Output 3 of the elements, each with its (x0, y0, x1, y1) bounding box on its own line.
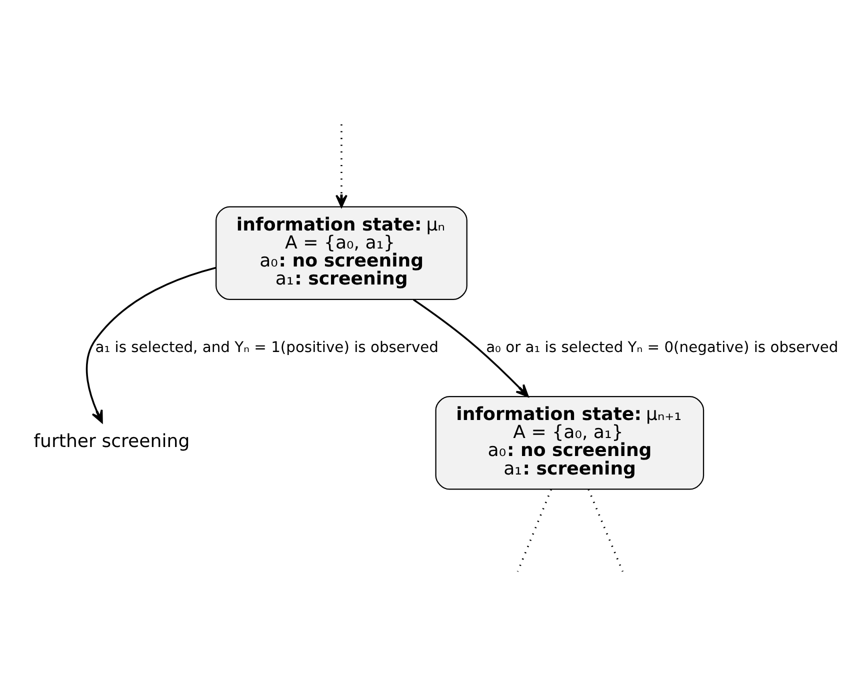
node-text: further screening (34, 431, 190, 452)
edge-label: a₀ or a₁ is selected Yₙ = 0(negative) is observed (486, 338, 838, 356)
edge-label: a₁ is selected, and Yₙ = 1(positive) is observed (95, 338, 438, 356)
